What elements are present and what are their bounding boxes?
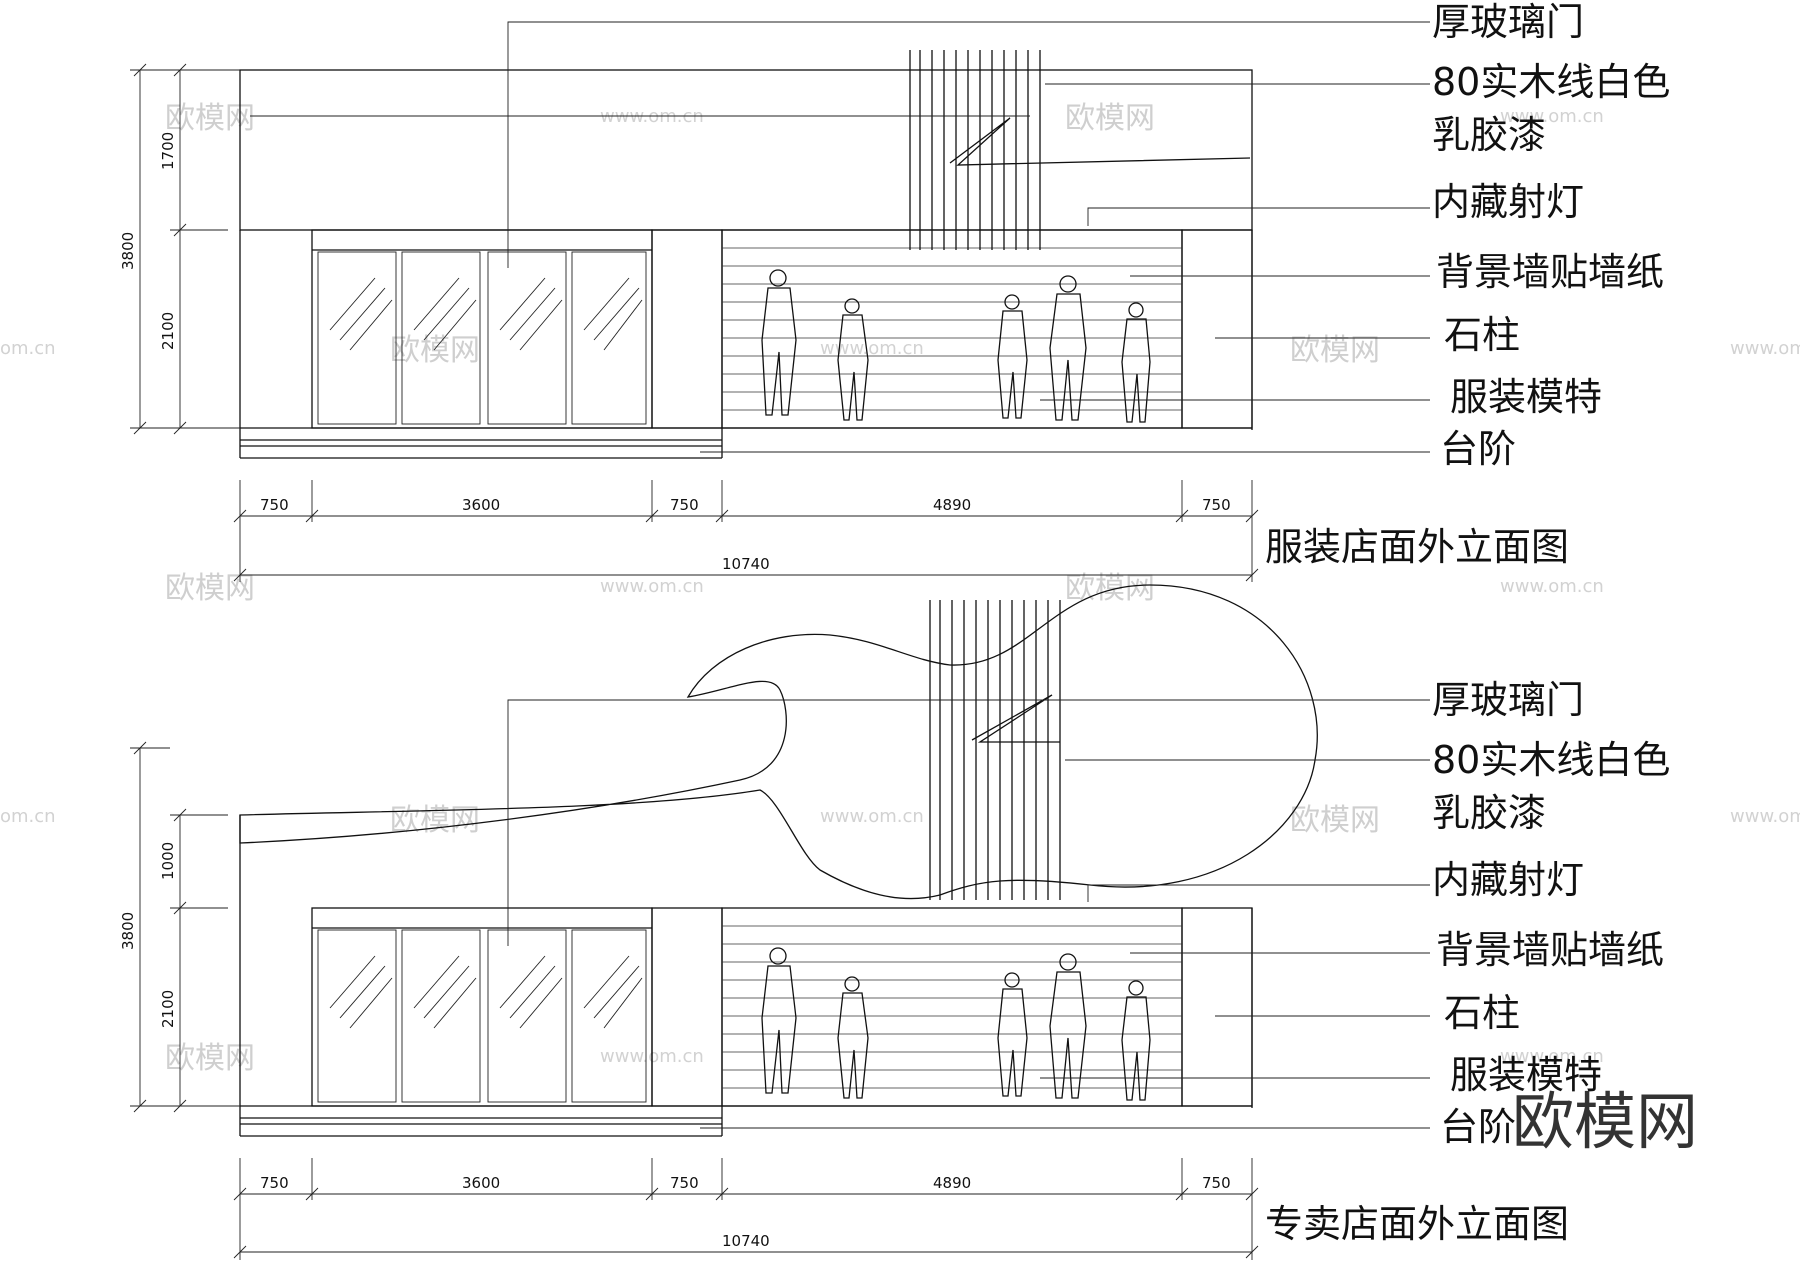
label-mannequin: 服装模特 <box>1450 1053 1602 1097</box>
vertical-dimensions <box>130 63 240 435</box>
drawing-title: 专卖店面外立面图 <box>1265 1202 1569 1246</box>
mannequins <box>761 947 1151 1101</box>
steps <box>240 1105 1252 1137</box>
watermark-site: www.om.cn <box>600 576 704 597</box>
watermark-site: www.om.cn <box>820 338 924 359</box>
horizontal-dimensions <box>233 480 1259 582</box>
stone-column-left <box>651 229 723 429</box>
label-steps: 台阶 <box>1440 427 1516 471</box>
label-latex-paint: 乳胶漆 <box>1432 113 1546 157</box>
elevation-bottom: 厚玻璃门 80实木线白色 乳胶漆 内藏射灯 背景墙贴墙纸 石柱 服装模特 台阶 … <box>119 584 1670 1260</box>
brand-watermark: 欧模网 <box>1512 1085 1698 1158</box>
watermark-site: www.om.cn <box>1730 806 1800 827</box>
dim-width-segment: 750 <box>260 496 289 514</box>
watermark-site: www.om.cn <box>820 806 924 827</box>
dim-width-segment: 4890 <box>933 496 971 514</box>
watermark-site: www.om.cn <box>1500 1046 1604 1067</box>
dim-width-segment: 750 <box>260 1174 289 1192</box>
label-wallpaper: 背景墙贴墙纸 <box>1436 928 1664 972</box>
dim-height-upper: 1700 <box>159 132 177 170</box>
steps <box>240 427 1252 459</box>
label-thick-glass-door: 厚玻璃门 <box>1432 678 1584 722</box>
mannequin <box>761 269 797 416</box>
mannequin <box>1049 275 1087 421</box>
dim-width-segment: 750 <box>670 1174 699 1192</box>
wood-strips <box>929 600 1061 900</box>
dim-width-segment: 3600 <box>462 1174 500 1192</box>
leader-lines <box>250 21 1430 453</box>
mannequin <box>997 294 1028 419</box>
label-recessed-spotlight: 内藏射灯 <box>1432 180 1584 224</box>
curved-feature <box>239 584 1318 900</box>
watermark-brand: 欧模网 <box>1065 571 1155 606</box>
dim-width-total: 10740 <box>722 555 770 573</box>
mannequin <box>1121 302 1151 423</box>
watermark-site: www.om.cn <box>1500 106 1604 127</box>
watermark-site: om.cn <box>0 338 56 359</box>
label-wallpaper: 背景墙贴墙纸 <box>1436 250 1664 294</box>
watermark-brand: 欧模网 <box>390 333 480 368</box>
dim-width-segment: 750 <box>1202 1174 1231 1192</box>
dim-width-segment: 4890 <box>933 1174 971 1192</box>
watermark-brand: 欧模网 <box>165 101 255 136</box>
mannequins <box>761 269 1151 423</box>
watermark-layer: 欧模网 www.om.cn 欧模网 www.om.cn om.cn 欧模网 ww… <box>0 101 1800 1076</box>
dim-width-total: 10740 <box>722 1232 770 1250</box>
watermark-brand: 欧模网 <box>165 1041 255 1076</box>
watermark-brand: 欧模网 <box>1065 101 1155 136</box>
label-stone-column: 石柱 <box>1444 313 1520 357</box>
label-latex-paint: 乳胶漆 <box>1432 791 1546 835</box>
stone-column-left <box>651 907 723 1107</box>
label-mannequin: 服装模特 <box>1450 375 1602 419</box>
dim-height-upper: 1000 <box>159 842 177 880</box>
dim-height-total: 3800 <box>119 912 137 950</box>
elevation-top: 厚玻璃门 80实木线白色 乳胶漆 内藏射灯 背景墙贴墙纸 石柱 服装模特 台阶 … <box>119 0 1670 582</box>
label-wood-trim: 80实木线白色 <box>1432 738 1670 782</box>
dim-height-lower: 2100 <box>159 312 177 350</box>
leader-lines <box>507 699 1430 1129</box>
mannequin <box>837 298 869 421</box>
wood-strips <box>909 50 1251 250</box>
watermark-brand: 欧模网 <box>1290 333 1380 368</box>
dim-height-lower: 2100 <box>159 990 177 1028</box>
label-thick-glass-door: 厚玻璃门 <box>1432 0 1584 44</box>
mannequin <box>997 972 1028 1097</box>
dim-width-segment: 750 <box>1202 496 1231 514</box>
glass-door <box>311 907 653 1107</box>
brick-wall <box>721 907 1183 1107</box>
horizontal-dimensions <box>233 1158 1259 1260</box>
mannequin <box>837 976 869 1099</box>
label-steps: 台阶 <box>1440 1105 1516 1149</box>
watermark-site: www.om.cn <box>600 106 704 127</box>
watermark-site: www.om.cn <box>1730 338 1800 359</box>
label-stone-column: 石柱 <box>1444 991 1520 1035</box>
watermark-site: www.om.cn <box>1500 576 1604 597</box>
mannequin <box>761 947 797 1094</box>
dim-width-segment: 3600 <box>462 496 500 514</box>
mannequin <box>1121 980 1151 1101</box>
brick-wall <box>721 229 1183 429</box>
dim-width-segment: 750 <box>670 496 699 514</box>
label-wood-trim: 80实木线白色 <box>1432 60 1670 104</box>
watermark-site: om.cn <box>0 806 56 827</box>
callout-labels: 厚玻璃门 80实木线白色 乳胶漆 内藏射灯 背景墙贴墙纸 石柱 服装模特 台阶 <box>1432 0 1670 471</box>
mannequin <box>1049 953 1087 1099</box>
glass-door <box>311 229 653 429</box>
drawing-title: 服装店面外立面图 <box>1265 525 1569 569</box>
callout-labels: 厚玻璃门 80实木线白色 乳胶漆 内藏射灯 背景墙贴墙纸 石柱 服装模特 台阶 <box>1432 678 1670 1149</box>
stone-column-right <box>1181 907 1253 1107</box>
dim-height-total: 3800 <box>119 232 137 270</box>
watermark-brand: 欧模网 <box>1290 803 1380 838</box>
vertical-dimensions <box>130 741 240 1113</box>
facade-upper-block <box>239 69 1253 231</box>
watermark-brand: 欧模网 <box>390 803 480 838</box>
stone-column-right <box>1181 229 1253 429</box>
watermark-brand: 欧模网 <box>165 571 255 606</box>
label-recessed-spotlight: 内藏射灯 <box>1432 858 1584 902</box>
